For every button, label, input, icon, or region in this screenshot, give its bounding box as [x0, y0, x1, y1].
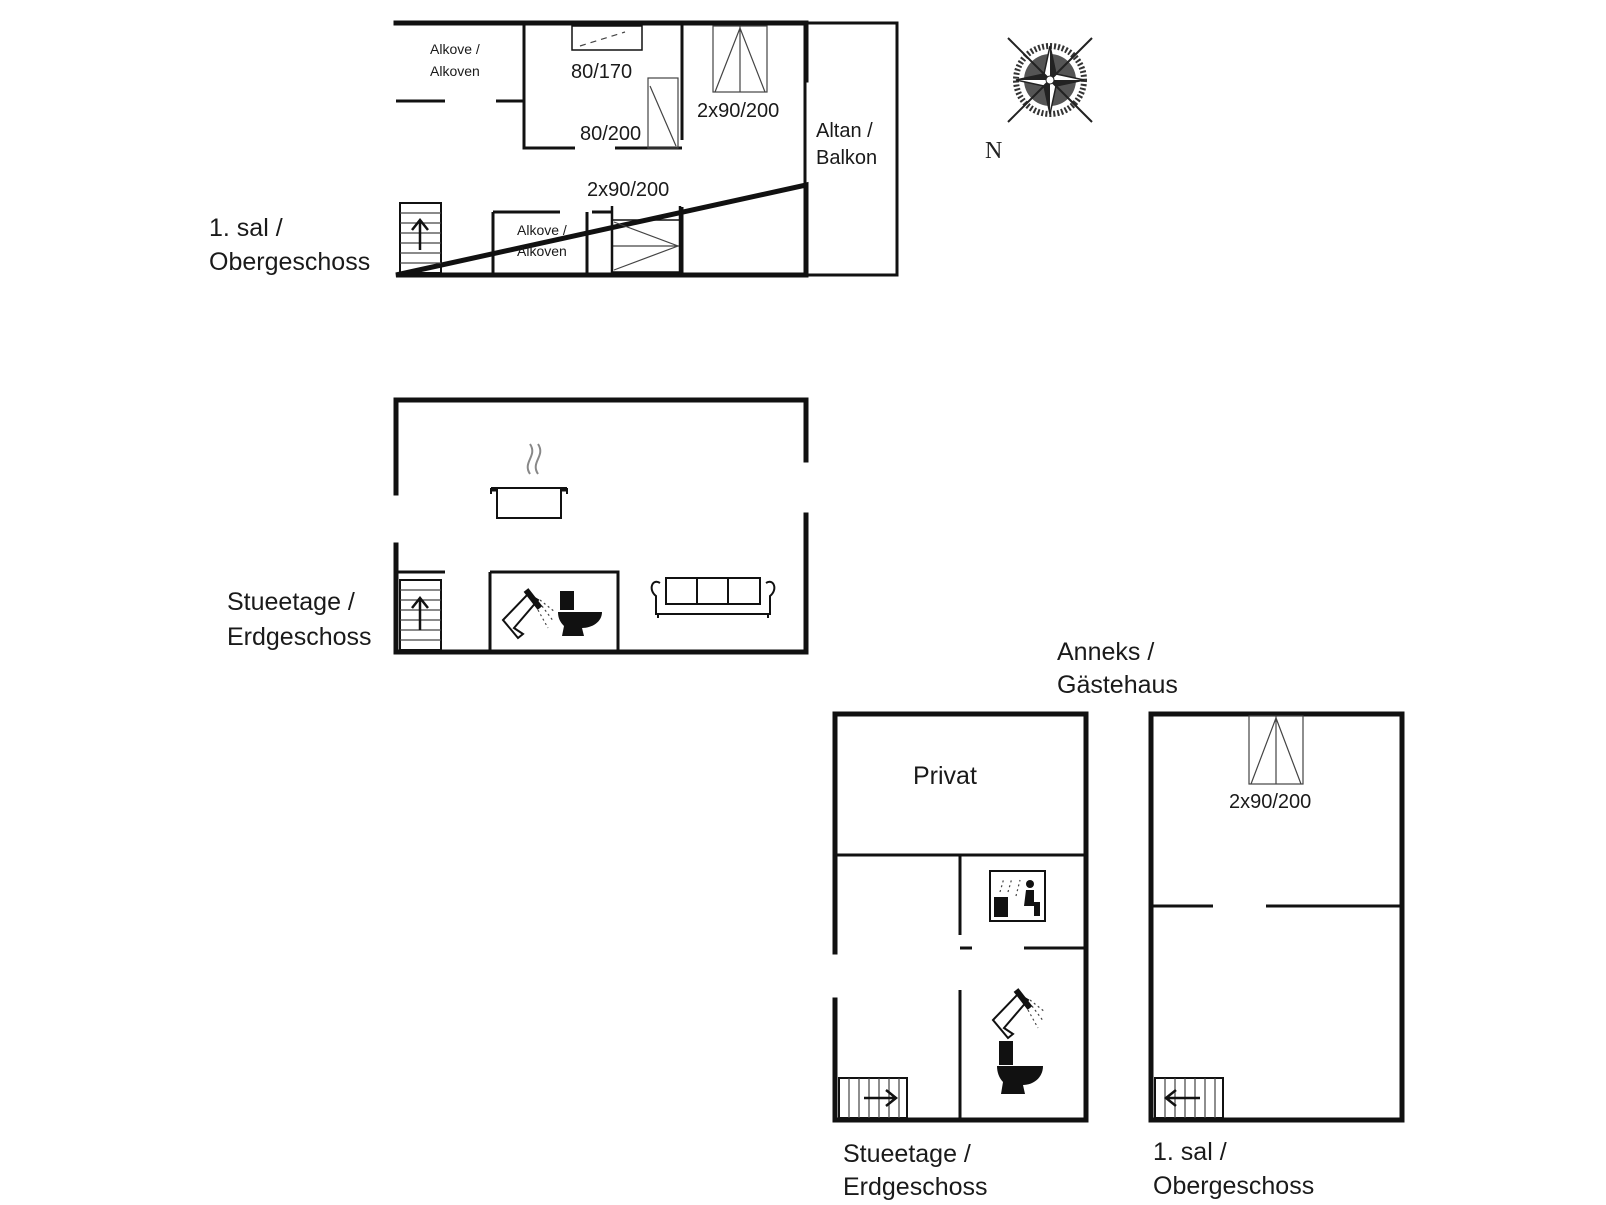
- bed-icon: [712, 25, 768, 93]
- bed-icon: [610, 206, 682, 275]
- staircase-icon: [1154, 1077, 1224, 1119]
- bed-80-200-label: 80/200: [580, 123, 641, 145]
- shower-icon: [991, 988, 1046, 1040]
- bed-icon: [571, 25, 643, 51]
- shower-icon: [501, 588, 556, 640]
- balcony-label: Altan / Balkon: [816, 120, 878, 169]
- bed-80-170-label: 80/170: [571, 61, 632, 83]
- upper-outer-wall: [393, 20, 809, 278]
- main-ground-floor: Stueetage / Erdgeschoss: [227, 397, 809, 655]
- annex-title: Anneks / Gästehaus: [1057, 638, 1178, 699]
- annex-ground-interior-walls: [835, 853, 1086, 1120]
- bed-2x90-200-label: 2x90/200: [697, 100, 779, 122]
- alcove-top-label: Alkove / Alkoven: [430, 41, 484, 79]
- alcove-bottom-label: Alkove / Alkoven: [517, 222, 571, 259]
- toilet-icon: [558, 591, 602, 636]
- staircase-icon: [399, 579, 442, 651]
- annex-ground-outer-wall: [832, 711, 1089, 1123]
- sofa-icon: [650, 577, 776, 618]
- bed-2x90-200-label: 2x90/200: [587, 179, 669, 201]
- north-label: N: [985, 138, 1002, 164]
- main-upper-floor: Alkove / Alkoven Alkove / Alkoven 80/170…: [209, 20, 899, 278]
- ground-interior-walls: [396, 570, 620, 652]
- ground-outer-wall: [393, 397, 809, 655]
- bed-icon: [647, 77, 679, 149]
- toilet-icon: [997, 1041, 1043, 1094]
- compass-rose-icon: [1007, 37, 1093, 123]
- annex-ground-floor: Privat Stueetage / Erdgeschoss: [832, 711, 1089, 1201]
- floor-label: Stueetage / Erdgeschoss: [843, 1140, 988, 1201]
- floor-label: 1. sal / Obergeschoss: [1153, 1138, 1314, 1200]
- bed-2x90-200-label: 2x90/200: [1229, 791, 1311, 813]
- balcony-outline: [803, 21, 899, 277]
- annex-upper-floor: 2x90/200 1. sal / Obergeschoss: [1148, 711, 1405, 1200]
- bed-icon: [1248, 715, 1304, 785]
- annex-upper-outer-wall: [1148, 711, 1405, 1123]
- floor-label: Stueetage / Erdgeschoss: [227, 588, 372, 651]
- cooking-pot-icon: [490, 443, 568, 519]
- private-room-label: Privat: [913, 762, 977, 790]
- staircase-icon: [399, 202, 442, 274]
- floor-label: 1. sal / Obergeschoss: [209, 214, 370, 276]
- sauna-icon: [989, 870, 1046, 922]
- staircase-icon: [838, 1077, 908, 1119]
